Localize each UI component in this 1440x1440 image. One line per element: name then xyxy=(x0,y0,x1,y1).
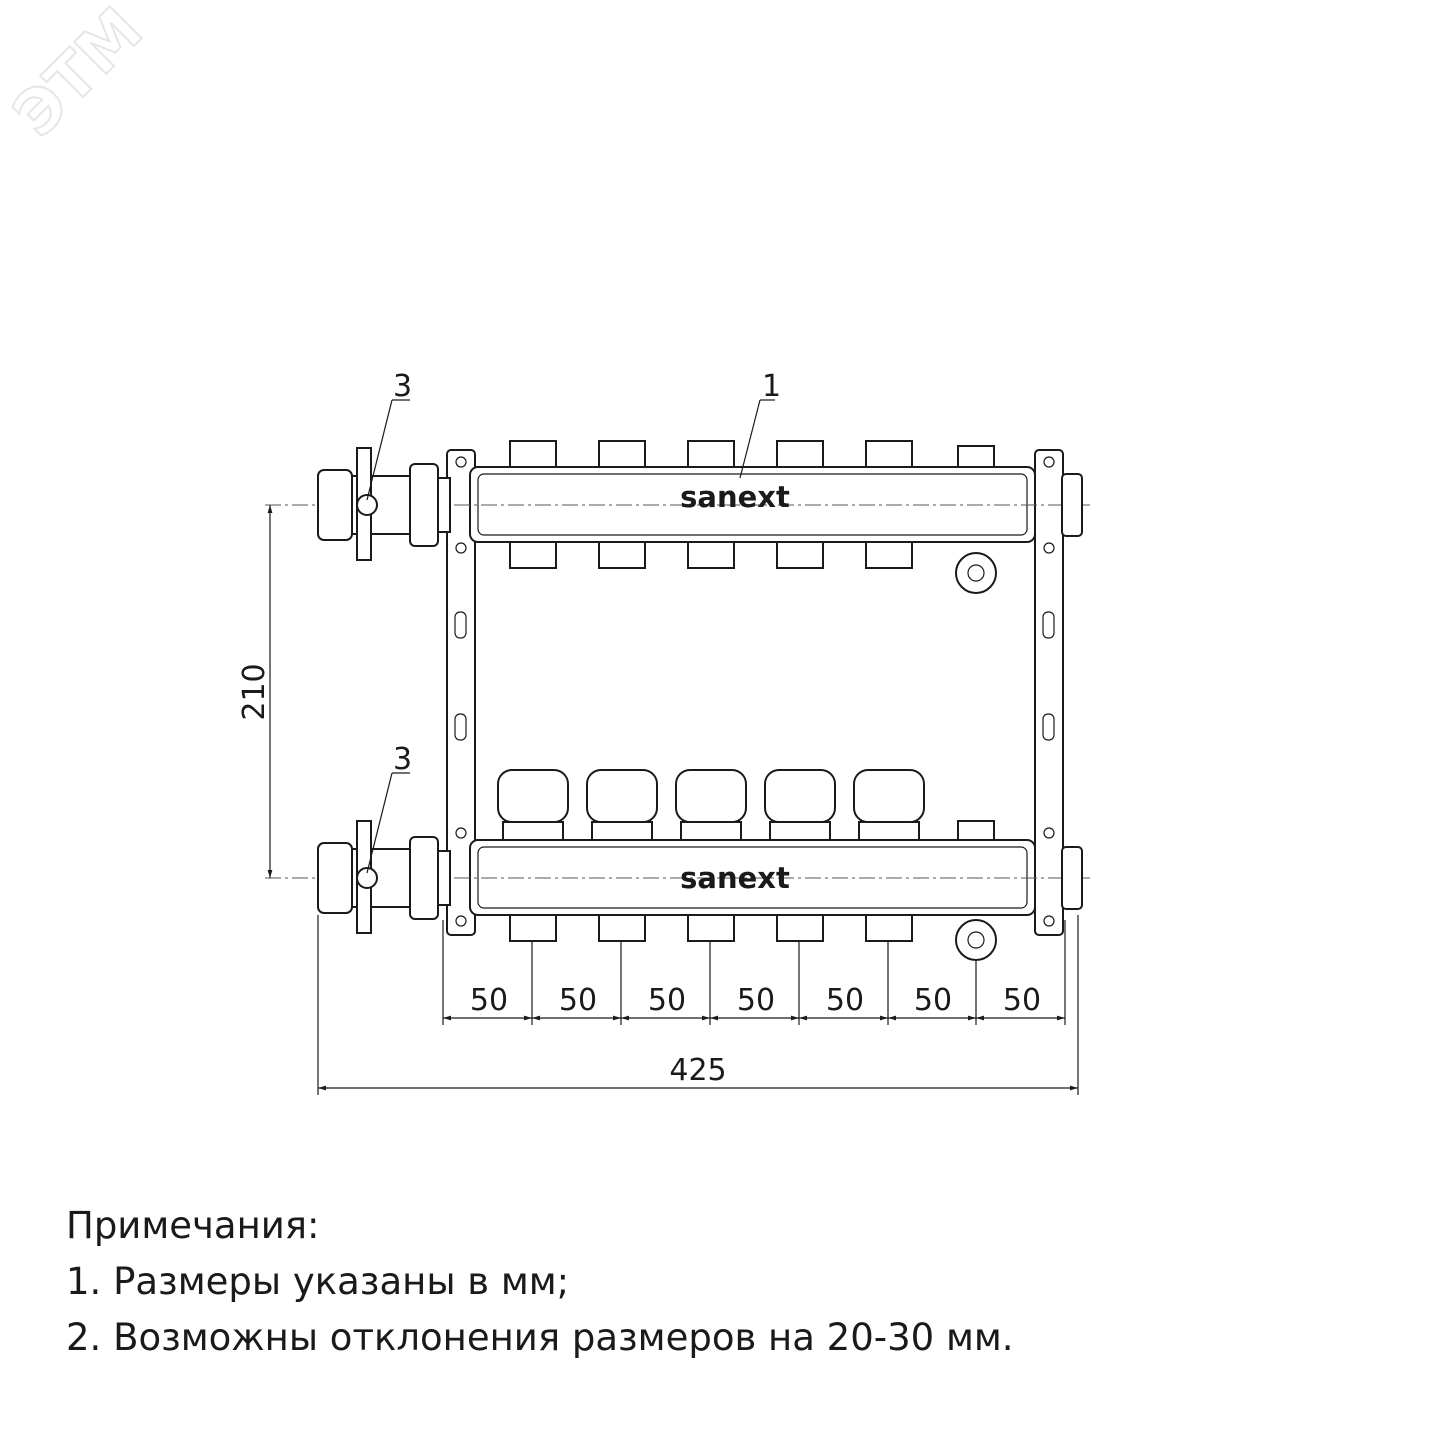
watermark: ЭТМ xyxy=(0,0,157,152)
top-ball-valve xyxy=(317,447,451,561)
bottom-actuator-heads xyxy=(497,769,925,942)
top-outlets xyxy=(509,440,913,569)
pitch-dimensions: 50 50 50 50 50 50 50 xyxy=(442,920,1066,1025)
pitch-label-6: 50 xyxy=(914,983,952,1018)
right-bracket xyxy=(1034,449,1064,936)
air-vent-top xyxy=(955,445,997,594)
pitch-label-7: 50 xyxy=(1003,983,1041,1018)
svg-text:3: 3 xyxy=(393,369,412,404)
end-plugs xyxy=(1061,473,1083,910)
pitch-label-2: 50 xyxy=(559,983,597,1018)
pitch-label-3: 50 xyxy=(648,983,686,1018)
top-manifold-bar: sanext xyxy=(265,466,1090,543)
callout-bottom-valve: 3 xyxy=(366,742,412,874)
bottom-ball-valve xyxy=(317,820,451,934)
svg-text:1: 1 xyxy=(762,369,781,404)
pitch-label-4: 50 xyxy=(737,983,775,1018)
top-brand-label: sanext xyxy=(680,480,790,514)
callout-manifold: 1 xyxy=(739,369,781,479)
pitch-label-1: 50 xyxy=(470,983,508,1018)
height-dimension: 210 xyxy=(237,505,273,878)
notes-block: Примечания: 1. Размеры указаны в мм; 2. … xyxy=(66,1198,1014,1366)
notes-title: Примечания: xyxy=(66,1204,320,1247)
svg-text:3: 3 xyxy=(393,742,412,777)
callout-top-valve: 3 xyxy=(366,369,412,501)
note-item: 1. Размеры указаны в мм; xyxy=(66,1260,570,1303)
svg-text:ЭТМ: ЭТМ xyxy=(0,0,156,151)
svg-text:425: 425 xyxy=(669,1053,726,1088)
bottom-brand-label: sanext xyxy=(680,861,790,895)
svg-text:210: 210 xyxy=(237,663,272,720)
left-bracket xyxy=(446,449,476,936)
note-item: 2. Возможны отклонения размеров на 20-30… xyxy=(66,1316,1014,1359)
air-vent-bottom xyxy=(955,820,997,961)
overall-dimension: 425 xyxy=(317,915,1079,1095)
pitch-label-5: 50 xyxy=(826,983,864,1018)
